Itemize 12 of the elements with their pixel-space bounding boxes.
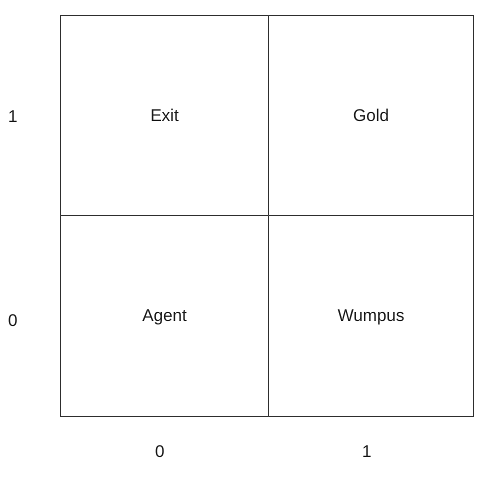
row-label: 0 — [8, 311, 18, 331]
grid-cell — [60, 15, 269, 216]
row-label: 1 — [8, 107, 18, 127]
column-label: 0 — [155, 442, 164, 462]
grid-cell — [268, 15, 474, 216]
cell-label: Wumpus — [338, 306, 404, 326]
column-label: 1 — [362, 442, 372, 462]
grid-cell — [268, 215, 474, 417]
cell-label: Exit — [150, 106, 179, 126]
cell-label: Gold — [353, 106, 389, 126]
grid-cell — [60, 215, 269, 417]
cell-label: Agent — [142, 306, 187, 326]
